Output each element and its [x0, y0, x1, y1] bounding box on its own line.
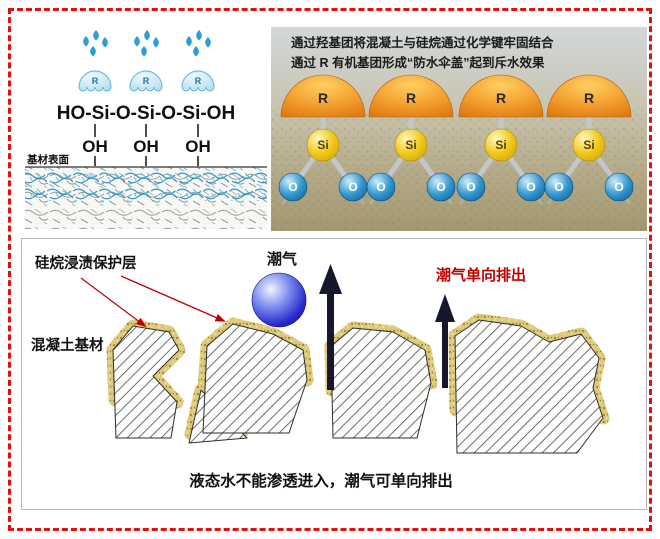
- umbrella-icon: R: [129, 70, 163, 92]
- o-atom-label: O: [554, 180, 563, 194]
- si-atom: Si Si Si Si: [306, 128, 606, 162]
- umbrella-r-label: R: [143, 76, 150, 86]
- substrate-label: 混凝土基材: [31, 336, 104, 354]
- surface-label-bg: [25, 152, 77, 165]
- hydroxyl-text: OH: [133, 137, 159, 156]
- chemical-structure-svg: R R R HO-Si-O-Si-O-Si-OH: [25, 30, 267, 229]
- si-oh-bonds: [94, 124, 199, 166]
- si-atom-label: Si: [405, 138, 416, 152]
- annotation-lines: [80, 275, 226, 328]
- o-atom-label: O: [436, 180, 445, 194]
- molecular-model-svg: 通过羟基团将混凝土与硅烷通过化学键牢固结合 通过 R 有机基团形成“防水伞盖”起…: [271, 27, 647, 231]
- chemical-structure-panel: R R R HO-Si-O-Si-O-Si-OH: [21, 27, 271, 231]
- o-atom-label: O: [526, 180, 535, 194]
- o-atom-label: O: [348, 180, 357, 194]
- concrete-shape: [112, 319, 604, 454]
- si-atom-label: Si: [495, 138, 506, 152]
- umbrella-r-label: R: [92, 76, 99, 86]
- surface-label: 基材表面: [26, 153, 69, 166]
- substrate-texture: [25, 166, 267, 229]
- waterproof-dome: R R R R: [280, 74, 632, 118]
- o-atom-label: O: [376, 180, 385, 194]
- si-atom-label: Si: [583, 138, 594, 152]
- raindrops-icon: [83, 30, 211, 57]
- bottom-caption: 液态水不能渗透进入，潮气可单向排出: [189, 471, 453, 490]
- protective-layer-label: 硅烷浸渍保护层: [35, 254, 137, 272]
- silane-formula-text: HO-Si-O-Si-O-Si-OH: [57, 103, 235, 124]
- o-atom-label: O: [288, 180, 297, 194]
- o-atom-label: O: [466, 180, 475, 194]
- caption-line-1: 通过羟基团将混凝土与硅烷通过化学键牢固结合: [291, 35, 554, 50]
- dome-r-label: R: [318, 90, 328, 106]
- o-atom: O O O O O O O O: [278, 172, 634, 202]
- caption-line-2: 通过 R 有机基团形成“防水伞盖”起到斥水效果: [291, 55, 545, 70]
- one-way-arrow: [435, 294, 455, 388]
- molecular-model-panel: 通过羟基团将混凝土与硅烷通过化学键牢固结合 通过 R 有机基团形成“防水伞盖”起…: [271, 27, 647, 231]
- hydroxyl-text: OH: [82, 137, 108, 156]
- umbrella-r-label: R: [195, 76, 202, 86]
- cross-section-panel: 硅烷浸渍保护层 混凝土基材 潮气 潮气单向排出 液态水不能渗透进入，潮气可单向排…: [21, 238, 647, 510]
- one-way-label: 潮气单向排出: [436, 266, 526, 284]
- dome-r-label: R: [496, 90, 506, 106]
- umbrella-icon: R: [181, 70, 215, 92]
- dashed-frame: R R R HO-Si-O-Si-O-Si-OH: [8, 8, 652, 531]
- moisture-sphere: [251, 272, 307, 328]
- moisture-arrow: [319, 264, 342, 390]
- si-atom-label: Si: [317, 138, 328, 152]
- cross-section-svg: 硅烷浸渍保护层 混凝土基材 潮气 潮气单向排出 液态水不能渗透进入，潮气可单向排…: [21, 238, 647, 510]
- moisture-label: 潮气: [267, 250, 297, 268]
- o-atom-label: O: [614, 180, 623, 194]
- umbrella-icon: R: [78, 70, 112, 92]
- dome-r-label: R: [406, 90, 416, 106]
- dome-r-label: R: [584, 90, 594, 106]
- hydroxyl-text: OH: [185, 137, 211, 156]
